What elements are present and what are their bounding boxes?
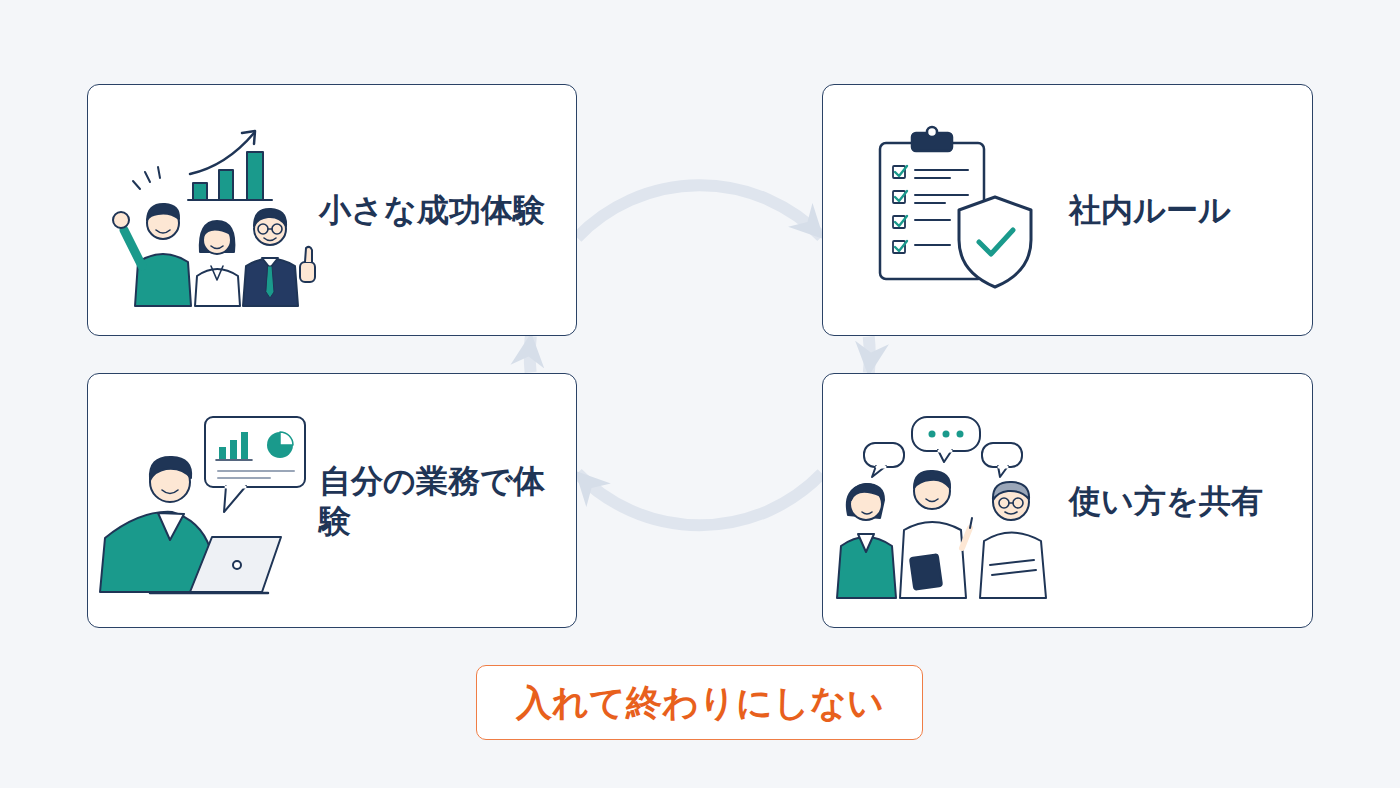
step-box: 自分の業務で体験 bbox=[87, 373, 577, 628]
step-label: 使い方を共有 bbox=[1069, 481, 1312, 521]
step-box: 社内ルール bbox=[822, 84, 1313, 336]
cycle-arrow bbox=[869, 337, 870, 373]
cycle-arrow bbox=[577, 473, 822, 525]
cycle-arrow bbox=[530, 336, 531, 372]
step-label: 自分の業務で体験 bbox=[319, 461, 576, 541]
step-box: 使い方を共有 bbox=[822, 373, 1313, 628]
step-label: 小さな成功体験 bbox=[319, 190, 576, 230]
step-box: 小さな成功体験 bbox=[87, 84, 577, 336]
cycle-arrow bbox=[577, 185, 822, 237]
key-message-box: 入れて終わりにしない bbox=[476, 665, 923, 740]
key-message: 入れて終わりにしない bbox=[516, 681, 884, 724]
step-label: 社内ルール bbox=[1069, 190, 1312, 230]
